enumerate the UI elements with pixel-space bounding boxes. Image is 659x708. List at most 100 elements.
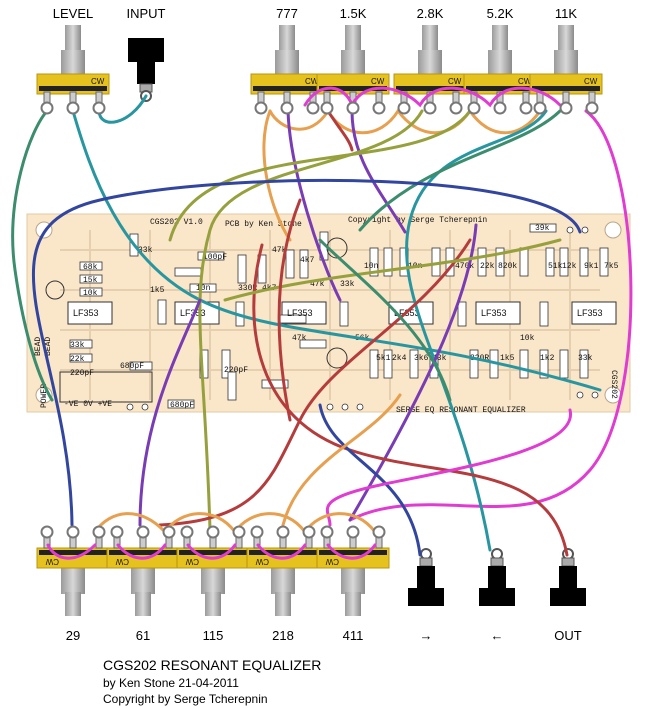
solder-lug [467, 101, 481, 115]
input-jack[interactable] [128, 38, 164, 102]
wire-olive-2k8 [198, 109, 424, 532]
solder-lug [346, 101, 360, 115]
component-label: 47k [292, 334, 307, 343]
solder-lug [346, 525, 360, 539]
label-218: 218 [272, 628, 294, 643]
solder-lug [250, 525, 264, 539]
label-level: LEVEL [52, 6, 94, 21]
component-label: 1k2 [540, 354, 555, 363]
pot-5k2[interactable]: CW [463, 25, 537, 105]
wire-teal-level-input [97, 94, 148, 124]
bead-label-2: BEAD [44, 337, 53, 356]
component-label: 9k1 [584, 262, 599, 271]
component-label: 10k [83, 289, 98, 298]
cw-mark: CW [91, 77, 105, 86]
component-label: 22k [70, 355, 85, 364]
component-label: 3k6 [414, 354, 429, 363]
wire-red-cross [158, 238, 472, 527]
solder-lug [254, 101, 268, 115]
pot-411[interactable]: CW [316, 535, 390, 616]
wire-purple-1k5 [350, 109, 407, 234]
wire-purple-lower [138, 298, 202, 527]
pot-61[interactable]: CW [106, 535, 180, 616]
label-61: 61 [135, 628, 151, 643]
solder-lug [136, 525, 150, 539]
wire-orange-lower [281, 393, 402, 527]
component-label: 2k4 [392, 354, 407, 363]
component-label: 33k [70, 341, 85, 350]
wire-magenta-right [348, 109, 633, 522]
ic-label-5: LF353 [481, 308, 507, 318]
pcb-code: CGS202 [609, 370, 618, 399]
solder-lug [276, 525, 290, 539]
wire-purple-777 [286, 109, 342, 302]
wire-red-1k5 [326, 109, 354, 152]
cw-mark: CW [185, 557, 199, 566]
cw-mark: CW [448, 77, 462, 86]
bead-label-1: BEAD [34, 337, 43, 356]
solder-lug [533, 101, 547, 115]
cw-mark: CW [115, 557, 129, 566]
jack-right[interactable] [408, 548, 444, 606]
component-label: 220pF [224, 366, 248, 375]
wire-orange-top [268, 108, 542, 135]
label-jack-right: → [419, 628, 433, 643]
component-label: 22k [480, 262, 495, 271]
solder-lug [493, 101, 507, 115]
cw-mark: CW [305, 77, 319, 86]
wire-teal-level [71, 109, 602, 392]
solder-lug [372, 101, 386, 115]
component-label: 47k [272, 246, 287, 255]
pot-115[interactable]: CW [176, 535, 250, 616]
label-input: INPUT [126, 6, 166, 21]
solder-lug [302, 525, 316, 539]
pot-1k5[interactable]: CW [316, 25, 390, 105]
component-label: 15k [83, 276, 98, 285]
pot-218[interactable]: CW [246, 535, 320, 616]
cw-mark: CW [518, 77, 532, 86]
ic-chips [67, 301, 617, 325]
solder-lug [280, 101, 294, 115]
pot-777[interactable]: CW [250, 25, 324, 105]
solder-lug [92, 101, 106, 115]
solder-lug [306, 101, 320, 115]
wire-green-11k [358, 109, 562, 232]
component-label: 220pF [70, 369, 94, 378]
cw-mark: CW [45, 557, 59, 566]
label-5k2: 5.2K [486, 6, 514, 21]
component-label: 7k5 [604, 262, 619, 271]
label-out: OUT [554, 628, 582, 643]
solder-lug [320, 525, 334, 539]
wire-green-level [11, 109, 54, 402]
wire-olive-5k2 [168, 109, 472, 242]
component-label: 1k5 [500, 354, 515, 363]
jack-left[interactable] [479, 548, 515, 606]
pot-29[interactable]: CW [36, 535, 110, 616]
solder-lug [397, 101, 411, 115]
solder-lug [180, 525, 194, 539]
wire-teal-11k [405, 109, 548, 552]
pot-level[interactable]: CW [36, 25, 110, 105]
title-line-2: by Ken Stone 21-04-2011 [103, 676, 239, 690]
component-label: 10n [196, 284, 211, 293]
component-label: 330R [238, 284, 257, 293]
jack-out[interactable] [550, 548, 586, 606]
component-label: 43k [432, 354, 447, 363]
solder-lug [40, 101, 54, 115]
power-label: POWER [40, 384, 49, 408]
component-label: 33k [578, 354, 593, 363]
cw-mark: CW [371, 77, 385, 86]
component-label: 470k [455, 262, 474, 271]
solder-lug [585, 101, 599, 115]
component-label: 5k1 [376, 354, 391, 363]
ic-label-6: LF353 [577, 308, 603, 318]
ic-label-2: LF353 [180, 308, 206, 318]
title-line-3: Copyright by Serge Tcherepnin [103, 692, 268, 706]
component-label: 1k5 [150, 286, 165, 295]
solder-lug [320, 101, 334, 115]
component-label: 680pF [170, 401, 194, 410]
wire-blue-jack [318, 403, 422, 557]
wire-magenta-bottom [46, 543, 377, 560]
component-label: 4k7 [300, 256, 315, 265]
